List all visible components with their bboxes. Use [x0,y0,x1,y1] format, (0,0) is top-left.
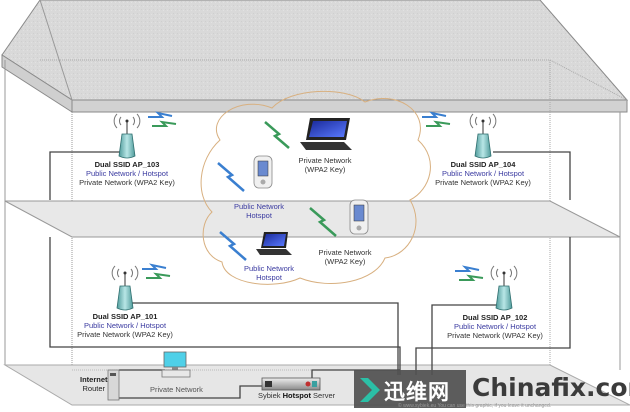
laptop-public-label-line2: Hotspot [256,273,282,282]
cable-ap103 [49,151,125,200]
roof [1,0,629,113]
router-icon [107,369,120,401]
cable-ap102 [431,304,500,375]
ap103-label: Dual SSID AP_103 Public Network / Hotspo… [79,160,175,187]
laptop-private-label-line2: (WPA2 Key) [304,165,346,174]
client-cloud [200,90,431,285]
ap102-label: Dual SSID AP_102 Public Network / Hotspo… [447,313,543,340]
pda-private-label-line2: (WPA2 Key) [324,257,366,266]
ap103-private-ssid: Private Network (WPA2 Key) [79,178,175,187]
ap103-name: Dual SSID AP_103 [94,160,160,169]
ap101-name: Dual SSID AP_101 [92,312,158,321]
ap101-signal-icon [142,263,171,279]
pda-private-label: Private Network (WPA2 Key) [319,248,372,266]
server-label: Sybiek Hotspot Server [258,391,335,400]
laptop-private-label-line1: Private Network [298,156,352,165]
laptop-private-signal-icon [264,121,290,149]
cable-ap101 [125,302,399,375]
laptop-public-icon [256,232,292,255]
watermark-en-text: Chinafix.com [472,373,630,402]
ap104-label: Dual SSID AP_104 Public Network / Hotspo… [435,160,531,187]
hotspot-server-icon [261,377,321,391]
ap104-signal-icon [422,111,451,127]
ap104-private-ssid: Private Network (WPA2 Key) [435,178,531,187]
ap102-public-ssid: Public Network / Hotspot [453,322,537,331]
ap104-public-ssid: Public Network / Hotspot [441,169,525,178]
ap101-icon [111,265,139,311]
ap104-name: Dual SSID AP_104 [450,160,516,169]
ap103-icon [113,113,141,159]
desktop-label: Private Network [150,385,203,394]
cable-ap103-down [49,237,401,375]
desktop-icon [161,351,191,378]
cable-router-server [119,385,262,399]
watermark-cn-text: 迅维网 [384,380,450,404]
laptop-private-icon [300,118,352,150]
watermark-chevron-icon [360,378,380,402]
router-label-line1: Internet [80,375,108,384]
pda-public-icon [253,155,273,189]
server-label-prefix: Sybiek [258,391,283,400]
pda-private-icon [349,199,369,235]
pda-public-signal-icon [217,162,245,192]
ap102-signal-icon [455,265,484,281]
pda-private-signal-icon [309,207,337,237]
ap102-private-ssid: Private Network (WPA2 Key) [447,331,543,340]
ap103-signal-icon [148,111,177,127]
pda-public-label-line2: Hotspot [246,211,272,220]
laptop-public-label-line1: Public Network [243,264,295,273]
cable-ap104 [493,151,571,200]
server-label-bold: Hotspot [282,391,311,400]
network-cables [49,151,571,399]
pda-private-label-line1: Private Network [318,248,372,257]
ap101-label: Dual SSID AP_101 Public Network / Hotspo… [77,312,173,339]
ap102-icon [490,265,518,311]
laptop-private-label: Private Network (WPA2 Key) [299,156,352,174]
router-label-line2: Router [82,384,106,393]
watermark-copyright: © www.sybiek.eu You can use this graphic… [398,403,552,409]
router-label: Internet Router [80,375,108,393]
ap101-public-ssid: Public Network / Hotspot [83,321,167,330]
pda-public-label: Public Network Hotspot [234,202,284,220]
cable-ap104-down [415,237,571,375]
ap104-icon [469,113,497,159]
watermark: 迅维网 Chinafix.com © www.sybiek.eu You can… [354,370,630,410]
middle-floor [4,200,621,238]
laptop-public-label: Public Network Hotspot [244,264,294,282]
server-label-suffix: Server [310,391,336,400]
ap101-private-ssid: Private Network (WPA2 Key) [77,330,173,339]
ap102-name: Dual SSID AP_102 [462,313,528,322]
ap103-public-ssid: Public Network / Hotspot [85,169,169,178]
pda-public-label-line1: Public Network [233,202,285,211]
laptop-public-signal-icon [219,231,247,261]
